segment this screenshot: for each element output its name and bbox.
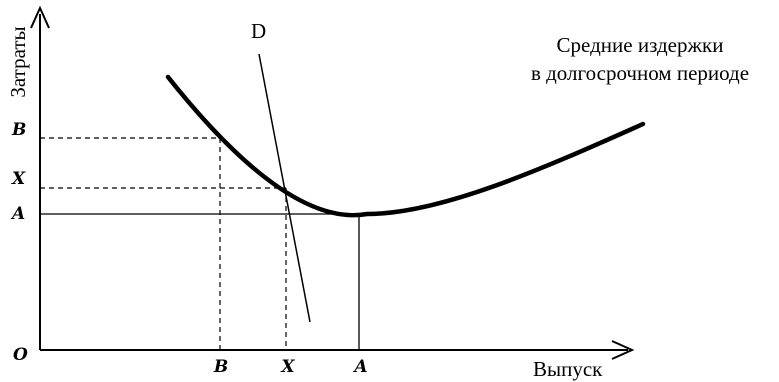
y-level-label-x: X (11, 169, 26, 189)
origin-label: O (13, 345, 28, 365)
x-level-label-a: A (352, 357, 367, 377)
y-axis-title: Затраты (6, 26, 30, 97)
y-axis-arrow (30, 5, 50, 29)
curve-label-line1: Средние издержки (557, 33, 724, 57)
x-level-label-x: X (280, 357, 295, 377)
x-level-label-b: B (213, 357, 228, 377)
demand-line (258, 53, 311, 323)
x-axis-title: Выпуск (533, 357, 603, 381)
y-level-label-b: B (11, 120, 26, 140)
long-run-average-cost-curve (165, 74, 646, 218)
demand-label: D (251, 19, 266, 43)
y-level-label-a: A (10, 204, 25, 224)
curve-label-line2: в долгосрочном периоде (531, 61, 749, 85)
x-axis-arrow (611, 340, 635, 360)
